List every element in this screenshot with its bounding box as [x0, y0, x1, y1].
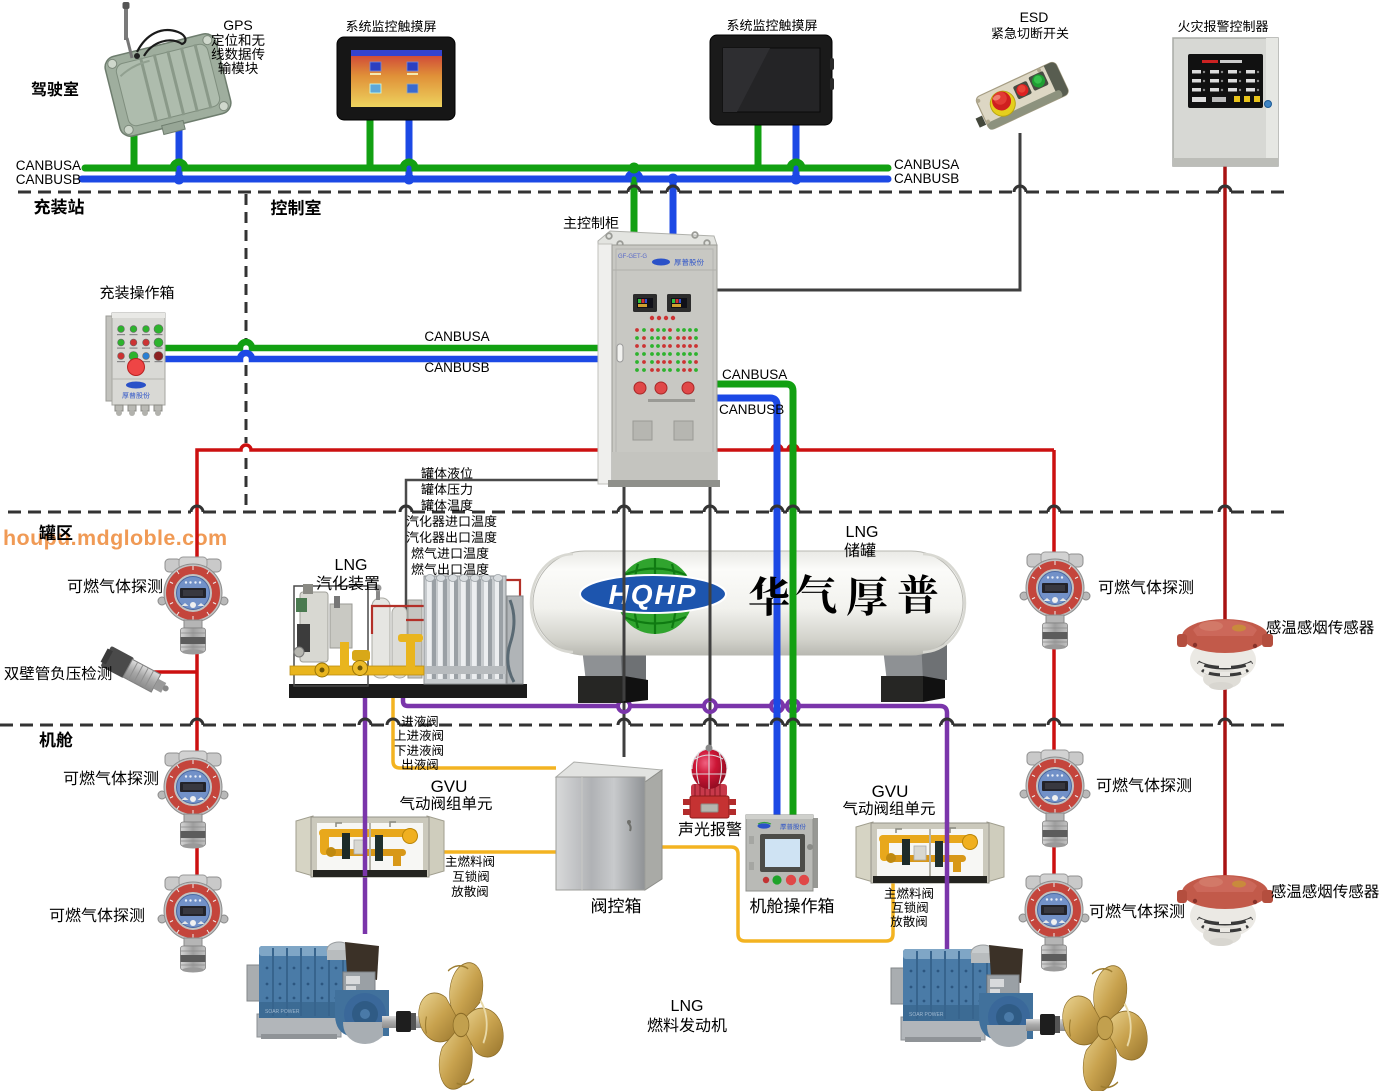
svg-text:CANBUSA: CANBUSA	[424, 329, 489, 344]
svg-text:CANBUSB: CANBUSB	[424, 360, 489, 375]
svg-text:CANBUSB: CANBUSB	[16, 172, 81, 187]
svg-text:GPS: GPS	[223, 17, 253, 33]
svg-text:CANBUSA: CANBUSA	[722, 367, 787, 382]
svg-text:houpu.mdgloble.com: houpu.mdgloble.com	[3, 526, 228, 550]
svg-text:CANBUSA: CANBUSA	[16, 158, 81, 173]
svg-text:GVU: GVU	[431, 777, 468, 796]
svg-text:GVU: GVU	[872, 782, 909, 801]
svg-text:CANBUSB: CANBUSB	[719, 402, 784, 417]
svg-text:CANBUSA: CANBUSA	[894, 157, 959, 172]
svg-text:LNG: LNG	[846, 524, 879, 541]
svg-text:HQHP: HQHP	[609, 579, 698, 610]
svg-text:ESD: ESD	[1020, 9, 1049, 25]
svg-text:LNG: LNG	[671, 998, 704, 1015]
svg-text:CANBUSB: CANBUSB	[894, 171, 959, 186]
svg-text:GF-GET-G: GF-GET-G	[618, 254, 647, 260]
svg-text:LNG: LNG	[335, 557, 368, 574]
